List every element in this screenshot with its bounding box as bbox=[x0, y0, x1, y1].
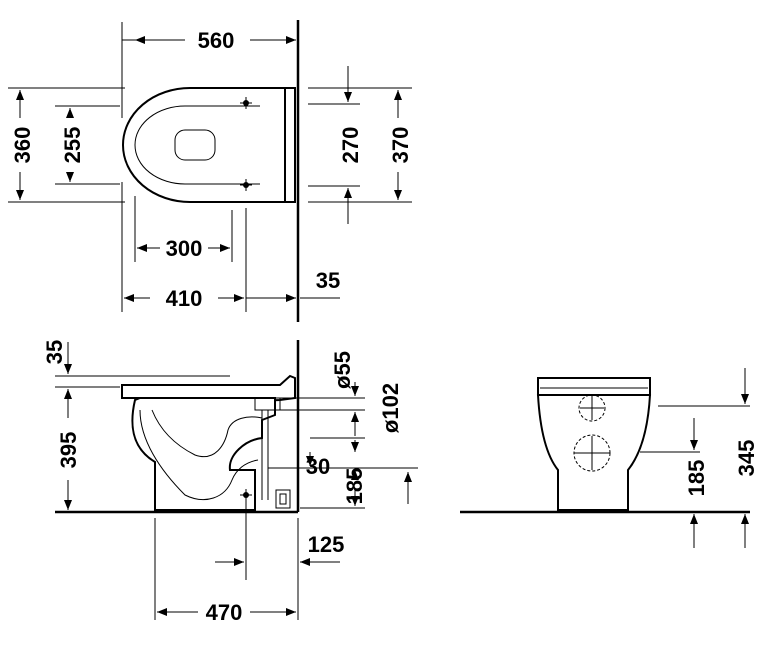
dim-30: 30 bbox=[306, 454, 330, 479]
dim-35-top: 35 bbox=[316, 268, 340, 293]
dim-370: 370 bbox=[388, 127, 413, 164]
dim-255: 255 bbox=[60, 127, 85, 164]
fixing-point-icon bbox=[240, 179, 252, 191]
dim-inlet-dia: ø55 bbox=[330, 351, 355, 389]
dim-410: 410 bbox=[166, 286, 203, 311]
dim-360: 360 bbox=[10, 127, 35, 164]
dim-185-side: 185 bbox=[342, 468, 367, 505]
top-view: 560 360 255 270 370 300 bbox=[8, 20, 413, 322]
dim-outlet-dia: ø102 bbox=[378, 383, 403, 433]
dim-185-front: 185 bbox=[684, 460, 709, 497]
dim-345: 345 bbox=[734, 440, 759, 477]
dim-270: 270 bbox=[338, 127, 363, 164]
fixing-point-icon bbox=[240, 97, 252, 109]
front-view: 185 345 bbox=[460, 368, 759, 548]
dim-35-side: 35 bbox=[42, 340, 67, 364]
bowl-top-outline bbox=[122, 87, 286, 203]
dim-125: 125 bbox=[308, 532, 345, 557]
dim-470: 470 bbox=[206, 600, 243, 625]
side-view: 35 395 ø55 ø102 30 185 125 470 bbox=[42, 340, 418, 625]
fixing-point-icon bbox=[240, 489, 252, 501]
dim-560: 560 bbox=[198, 28, 235, 53]
dim-300: 300 bbox=[166, 236, 203, 261]
dim-395: 395 bbox=[56, 432, 81, 469]
